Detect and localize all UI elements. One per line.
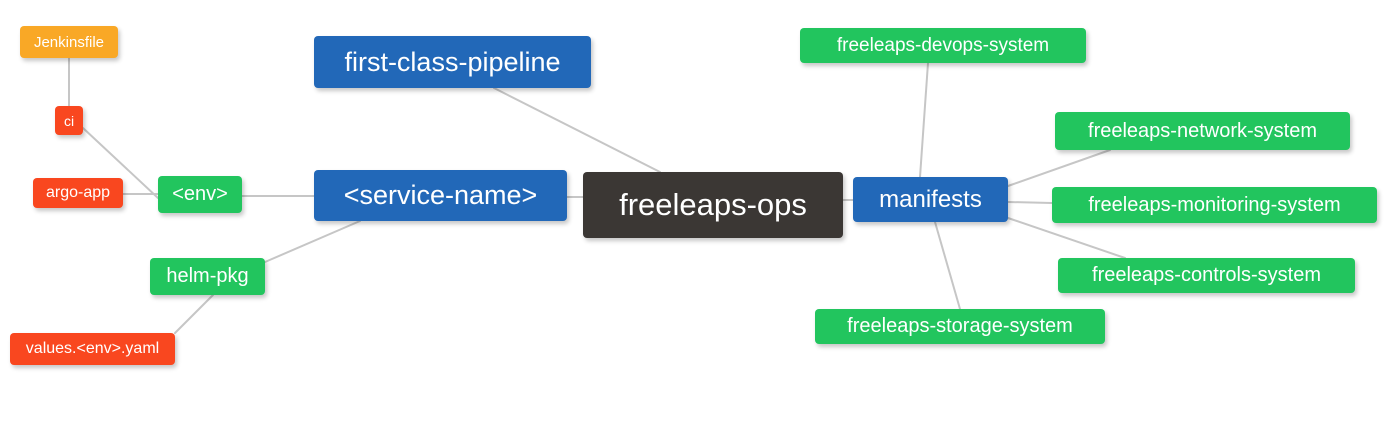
- node-service-name[interactable]: <service-name>: [314, 170, 567, 221]
- edge-manifests-to-network: [1007, 149, 1111, 187]
- edge-ci-to-env: [82, 127, 159, 199]
- edge-manifests-to-storage: [934, 221, 961, 310]
- edge-manifests-to-devops: [919, 62, 929, 178]
- node-monitoring[interactable]: freeleaps-monitoring-system: [1052, 187, 1377, 223]
- node-controls[interactable]: freeleaps-controls-system: [1058, 258, 1355, 293]
- edge-manifests-to-controls: [1007, 217, 1126, 259]
- edge-pipeline-to-root: [493, 87, 661, 173]
- edge-values-yaml-to-helm-pkg: [174, 294, 214, 334]
- node-jenkinsfile[interactable]: Jenkinsfile: [20, 26, 118, 58]
- node-devops[interactable]: freeleaps-devops-system: [800, 28, 1086, 63]
- node-manifests[interactable]: manifests: [853, 177, 1008, 222]
- node-pipeline[interactable]: first-class-pipeline: [314, 36, 591, 88]
- node-storage[interactable]: freeleaps-storage-system: [815, 309, 1105, 344]
- edge-helm-pkg-to-service-name: [264, 220, 361, 263]
- node-network[interactable]: freeleaps-network-system: [1055, 112, 1350, 150]
- edge-manifests-to-monitoring: [1007, 201, 1053, 204]
- node-env[interactable]: <env>: [158, 176, 242, 213]
- node-helm-pkg[interactable]: helm-pkg: [150, 258, 265, 295]
- node-root[interactable]: freeleaps-ops: [583, 172, 843, 238]
- node-ci[interactable]: ci: [55, 106, 83, 135]
- node-values-yaml[interactable]: values.<env>.yaml: [10, 333, 175, 365]
- node-argo-app[interactable]: argo-app: [33, 178, 123, 208]
